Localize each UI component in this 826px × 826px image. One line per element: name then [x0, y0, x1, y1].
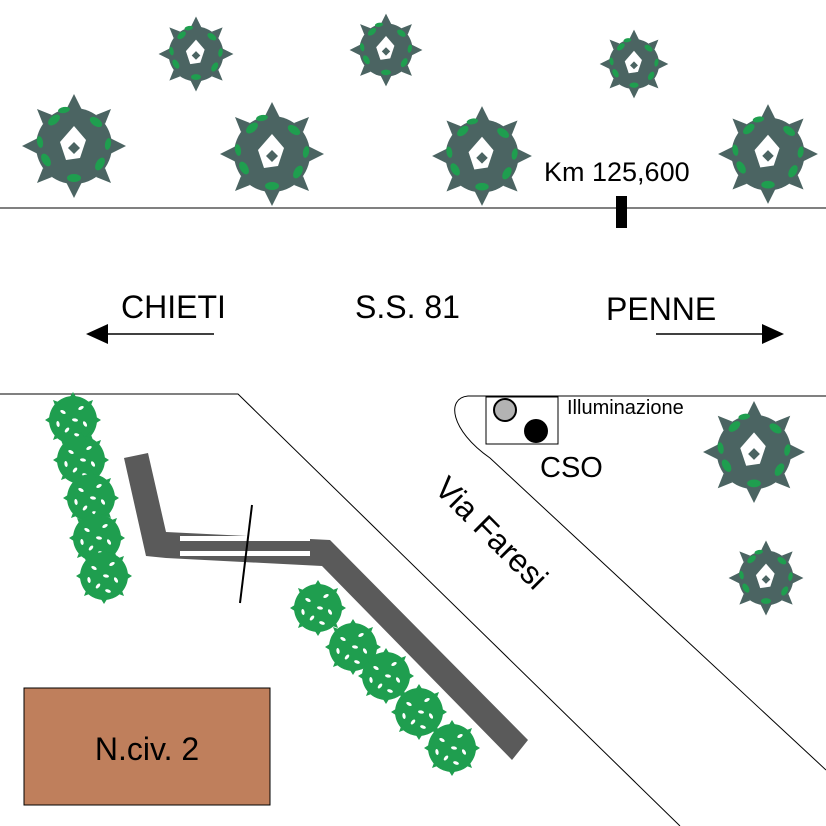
- shrub-icon: [290, 580, 346, 636]
- tree-icon: [599, 29, 669, 99]
- lighting-label: Illuminazione: [567, 397, 684, 419]
- hedge-row-west: [45, 392, 132, 604]
- cso-symbol-icon: [524, 419, 548, 443]
- road-edge-south-east: [454, 395, 826, 771]
- tree-icon: [718, 104, 818, 204]
- tree-row-north: [22, 13, 818, 206]
- tree-group-east: [703, 401, 805, 616]
- arrow-right-icon: [656, 324, 784, 344]
- km-marker-post: [616, 196, 627, 228]
- tree-icon: [22, 94, 126, 198]
- drainage-channel: [124, 453, 528, 760]
- direction-label-east: PENNE: [606, 291, 716, 327]
- tree-icon: [703, 401, 805, 503]
- tree-icon: [349, 13, 423, 87]
- road-name-label: S.S. 81: [355, 289, 460, 325]
- side-street-label: Via Faresi: [428, 469, 555, 596]
- km-marker-label: Km 125,600: [544, 157, 690, 187]
- building-block: [23, 687, 271, 806]
- tree-icon: [220, 102, 324, 206]
- arrow-left-icon: [86, 324, 214, 344]
- lighting-symbol-icon: [493, 398, 517, 422]
- cso-label: CSO: [540, 452, 603, 484]
- tree-icon: [432, 106, 532, 206]
- shrub-icon: [424, 720, 480, 776]
- tree-icon: [728, 540, 804, 616]
- building-label: N.civ. 2: [95, 731, 199, 767]
- direction-label-west: CHIETI: [121, 289, 226, 325]
- road-edge-south-west: [0, 393, 681, 826]
- shrub-icon: [76, 548, 132, 604]
- tree-icon: [158, 16, 234, 92]
